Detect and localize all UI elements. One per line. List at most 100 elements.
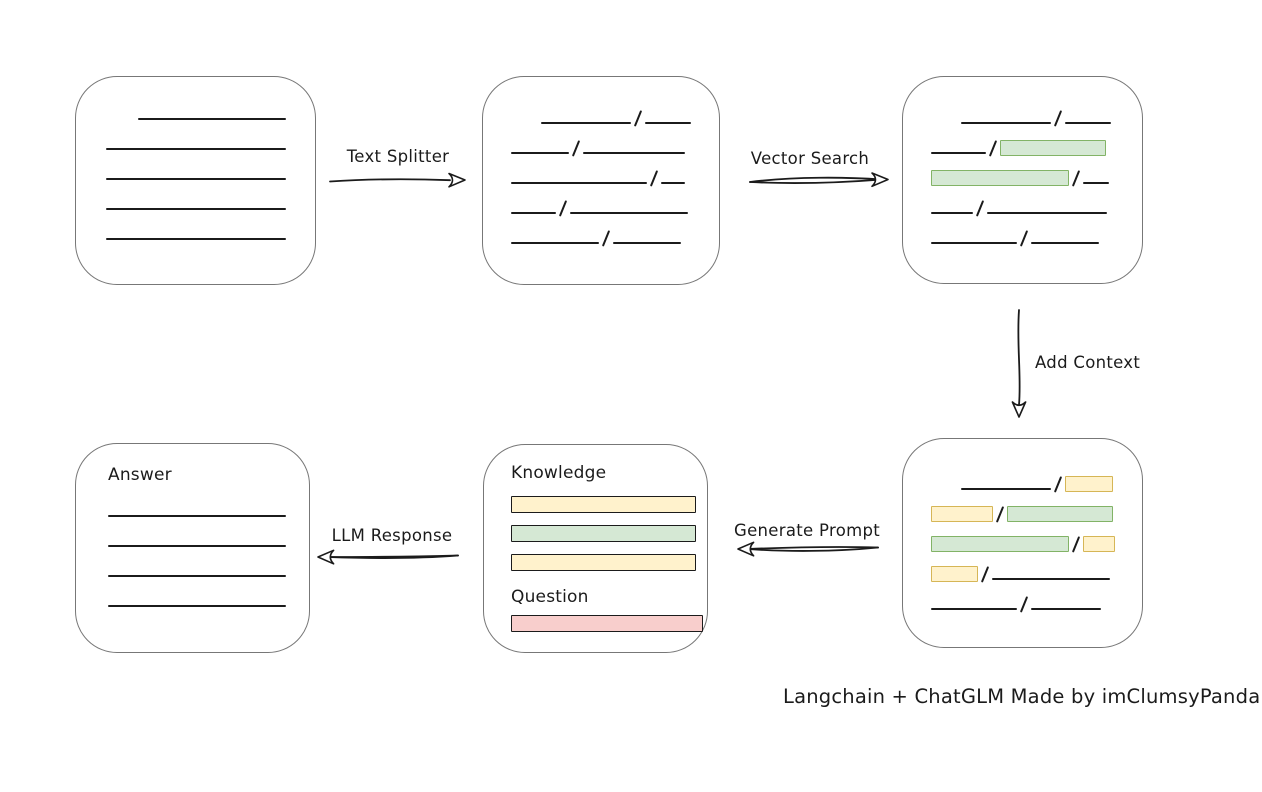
- green-highlight-chip: [1000, 140, 1107, 156]
- split-chunks-box: [482, 76, 720, 285]
- text-line: [106, 178, 286, 180]
- answer-label: Answer: [108, 465, 172, 485]
- text-line: [961, 488, 1051, 490]
- yellow-highlight-chip: [931, 506, 993, 522]
- question-label: Question: [511, 587, 589, 607]
- document-box: [75, 76, 316, 285]
- chunk-row: [931, 185, 1142, 217]
- text-line: [645, 122, 692, 124]
- chunk-row: [511, 125, 719, 157]
- green-bar: [511, 525, 696, 542]
- text-line: [1065, 122, 1112, 124]
- text-line: [108, 575, 286, 577]
- text-line: [138, 118, 286, 120]
- text-line: [992, 578, 1111, 580]
- green-highlight-chip: [931, 170, 1069, 186]
- chunk-row: [931, 461, 1142, 493]
- chunk-row: [108, 518, 309, 548]
- vector-matched-chunks-box: [902, 76, 1143, 284]
- answer-lines: [108, 488, 309, 608]
- text-line: [106, 238, 286, 240]
- vector-search-arrow: [749, 172, 889, 188]
- yellow-highlight-chip: [1083, 536, 1116, 552]
- knowledge-bars: [511, 496, 707, 571]
- chunk-row: [106, 211, 315, 241]
- generate-prompt-label: Generate Prompt: [734, 521, 880, 540]
- llm-response-label: LLM Response: [331, 526, 453, 545]
- text-line: [1083, 182, 1110, 184]
- green-highlight-chip: [1007, 506, 1114, 522]
- text-line: [1031, 608, 1102, 610]
- chunk-row: [108, 488, 309, 518]
- chunk-row: [106, 121, 315, 151]
- yellow-highlight-chip: [1065, 476, 1114, 492]
- yellow-highlight-chip: [931, 566, 978, 582]
- chunk-row: [931, 491, 1142, 523]
- text-line: [108, 605, 286, 607]
- vector-search-label: Vector Search: [750, 149, 870, 168]
- add-context-label: Add Context: [1035, 353, 1141, 372]
- prompt-box: Knowledge Question: [483, 444, 708, 653]
- chunk-lines: [483, 77, 719, 247]
- text-line: [613, 242, 682, 244]
- text-line: [987, 212, 1108, 214]
- text-line: [106, 148, 286, 150]
- chunk-row: [106, 181, 315, 211]
- chunk-row: [931, 215, 1142, 247]
- text-line: [931, 152, 986, 154]
- text-splitter-arrow: [329, 172, 466, 188]
- text-line: [511, 212, 556, 214]
- text-line: [661, 182, 686, 184]
- indent-spacer: [106, 120, 138, 121]
- chunk-row: [511, 95, 719, 127]
- text-line: [961, 122, 1051, 124]
- indent-spacer: [931, 124, 961, 125]
- indent-spacer: [931, 490, 961, 491]
- question-bars: [511, 615, 707, 632]
- chunk-row: [931, 155, 1142, 187]
- text-line: [931, 242, 1017, 244]
- chunk-row: [931, 521, 1142, 553]
- text-line: [583, 152, 686, 154]
- text-line: [106, 208, 286, 210]
- text-line: [931, 608, 1017, 610]
- text-line: [1031, 242, 1100, 244]
- text-line: [511, 182, 647, 184]
- chunk-row: [511, 155, 719, 187]
- chunk-row: [108, 548, 309, 578]
- context-chunk-lines: [903, 439, 1142, 613]
- llm-response-arrow: [317, 549, 459, 565]
- chunk-row: [108, 578, 309, 608]
- document-lines: [76, 77, 315, 241]
- green-highlight-chip: [931, 536, 1069, 552]
- chunk-row: [931, 581, 1142, 613]
- yellow-bar: [511, 554, 696, 571]
- text-line: [511, 152, 569, 154]
- generate-prompt-arrow: [737, 541, 879, 557]
- chunk-row: [931, 125, 1142, 157]
- knowledge-label: Knowledge: [511, 463, 607, 483]
- chunk-row: [931, 95, 1142, 127]
- chunk-row: [511, 215, 719, 247]
- text-line: [108, 545, 286, 547]
- text-line: [108, 515, 286, 517]
- slash-separator: [1019, 230, 1029, 247]
- text-splitter-label: Text Splitter: [346, 147, 450, 166]
- matched-chunk-lines: [903, 77, 1142, 247]
- chunk-row: [106, 91, 315, 121]
- red-bar: [511, 615, 703, 632]
- slash-separator: [1019, 596, 1029, 613]
- text-line: [541, 122, 631, 124]
- text-line: [511, 242, 599, 244]
- add-context-arrow: [1011, 309, 1027, 418]
- indent-spacer: [511, 124, 541, 125]
- chunk-row: [931, 551, 1142, 583]
- answer-box: Answer: [75, 443, 310, 653]
- text-line: [570, 212, 689, 214]
- context-chunks-box: [902, 438, 1143, 648]
- yellow-bar: [511, 496, 696, 513]
- chunk-row: [511, 185, 719, 217]
- text-line: [931, 212, 973, 214]
- diagram-caption: Langchain + ChatGLM Made by imClumsyPand…: [783, 685, 1261, 708]
